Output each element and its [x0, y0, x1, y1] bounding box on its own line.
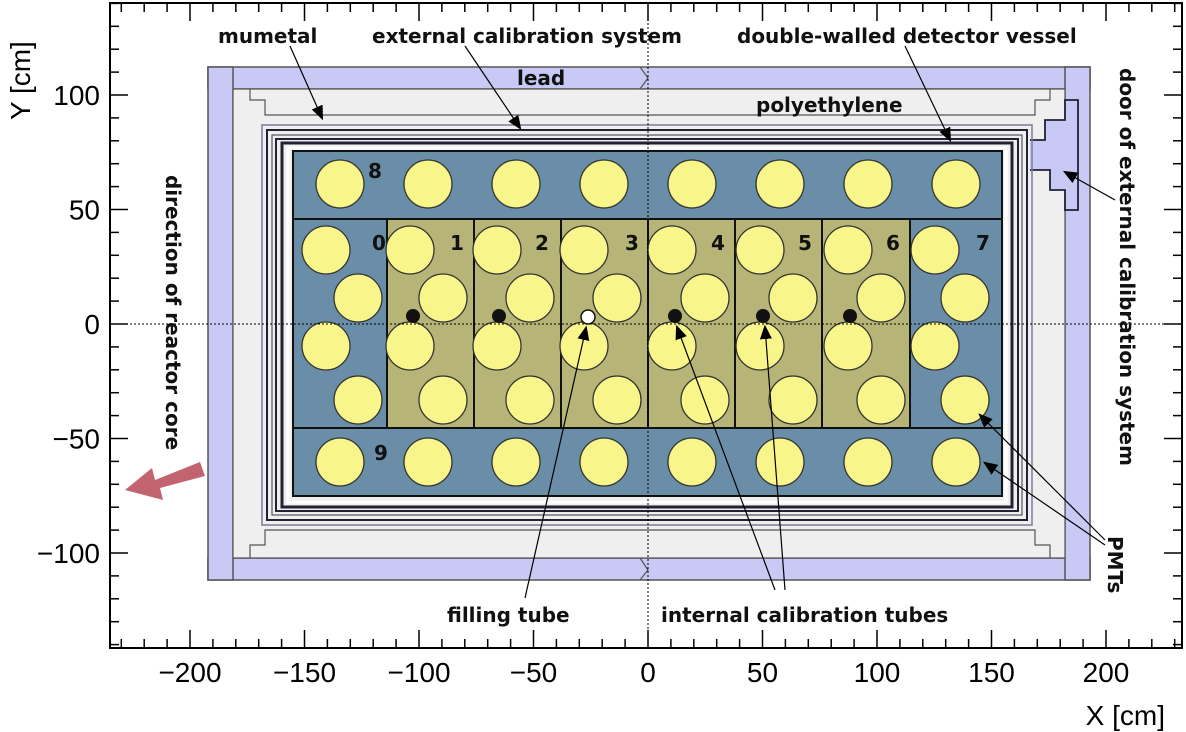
- label-pmts: PMTs: [1103, 536, 1127, 593]
- pmt: [755, 437, 805, 487]
- ticks: [110, 2, 1182, 648]
- y-tick-label: −50: [53, 424, 101, 455]
- pmt: [910, 321, 960, 371]
- x-tick-label: −50: [510, 657, 558, 688]
- pmt: [940, 375, 990, 425]
- pmt: [333, 375, 383, 425]
- pmt: [315, 159, 365, 209]
- pmt: [579, 437, 629, 487]
- label-reactor-core: direction of reactor core: [161, 175, 185, 450]
- reactor-arrow-icon: [125, 462, 205, 500]
- pmt: [680, 273, 730, 323]
- label-polyethylene: polyethylene: [756, 93, 903, 117]
- lead-shield: [207, 66, 1091, 581]
- segment-numbers: 0 1 2 3 4 5 6 7 8 9: [368, 159, 990, 465]
- pmt: [843, 437, 893, 487]
- pmt: [910, 225, 960, 275]
- segment-7: 7: [976, 231, 990, 255]
- x-tick-label: 100: [854, 657, 901, 688]
- pmt: [823, 225, 873, 275]
- pmt: [301, 321, 351, 371]
- pmt: [559, 225, 609, 275]
- x-axis-title: X [cm]: [1086, 700, 1165, 731]
- x-tick-label: 200: [1083, 657, 1130, 688]
- label-internal-calibration: internal calibration tubes: [661, 603, 948, 627]
- y-tick-label: 100: [53, 80, 100, 111]
- label-lead: lead: [517, 66, 565, 90]
- pmt: [931, 159, 981, 209]
- pmt: [592, 375, 642, 425]
- x-tick-label: 150: [968, 657, 1015, 688]
- x-tick-labels: −200 −150 −100 −50 0 50 100 150 200: [158, 657, 1129, 688]
- pmt: [491, 159, 541, 209]
- pmt: [491, 437, 541, 487]
- pmts: [301, 159, 990, 487]
- plot-frame: [109, 2, 1183, 649]
- y-tick-label: −100: [37, 538, 100, 569]
- pmt: [735, 321, 785, 371]
- label-detector-vessel: double-walled detector vessel: [737, 24, 1077, 48]
- x-tick-label: −100: [387, 657, 450, 688]
- pmt: [505, 375, 555, 425]
- pmt: [385, 321, 435, 371]
- label-external-calibration: external calibration system: [372, 24, 682, 48]
- pmt: [403, 437, 453, 487]
- pmt: [333, 273, 383, 323]
- detector-vessel: [261, 124, 1033, 526]
- x-tick-label: −200: [158, 657, 221, 688]
- pmt: [667, 159, 717, 209]
- pmt: [418, 375, 468, 425]
- pmt: [301, 225, 351, 275]
- pmt: [403, 159, 453, 209]
- segment-9: 9: [374, 441, 388, 465]
- pmt: [680, 375, 730, 425]
- pmt: [559, 321, 609, 371]
- segment-4: 4: [711, 231, 725, 255]
- x-tick-label: 0: [640, 657, 656, 688]
- calibration-tubes: [406, 309, 857, 323]
- pmt: [505, 273, 555, 323]
- pmt: [931, 437, 981, 487]
- pmt: [667, 437, 717, 487]
- segment-8: 8: [368, 159, 382, 183]
- y-axis-title: Y [cm]: [5, 41, 36, 120]
- pmt: [755, 159, 805, 209]
- y-tick-label: 50: [69, 195, 100, 226]
- segment-1: 1: [450, 231, 464, 255]
- pmt: [823, 321, 873, 371]
- annotation-arrows: [289, 45, 1116, 599]
- filling-tube: [580, 309, 596, 325]
- pmt: [472, 321, 522, 371]
- pmt: [579, 159, 629, 209]
- pmt: [856, 273, 906, 323]
- label-filling-tube: filling tube: [447, 603, 570, 627]
- pmt: [385, 225, 435, 275]
- segment-3: 3: [625, 231, 639, 255]
- pmt: [418, 273, 468, 323]
- pmt: [592, 273, 642, 323]
- segment-5: 5: [798, 231, 812, 255]
- pmt: [768, 273, 818, 323]
- label-mumetal: mumetal: [218, 24, 317, 48]
- x-tick-label: −150: [273, 657, 336, 688]
- pmt: [768, 375, 818, 425]
- label-door: door of external calibration system: [1115, 68, 1139, 466]
- pmt: [472, 225, 522, 275]
- pmt: [856, 375, 906, 425]
- pmt: [647, 225, 697, 275]
- y-tick-labels: −100 −50 0 50 100: [37, 80, 100, 569]
- pmt: [315, 437, 365, 487]
- pmt: [843, 159, 893, 209]
- segment-6: 6: [886, 231, 900, 255]
- y-tick-label: 0: [84, 309, 100, 340]
- pmt: [735, 225, 785, 275]
- pmt: [647, 321, 697, 371]
- x-tick-label: 50: [747, 657, 778, 688]
- segment-0: 0: [372, 231, 386, 255]
- pmt: [940, 273, 990, 323]
- segment-2: 2: [535, 231, 549, 255]
